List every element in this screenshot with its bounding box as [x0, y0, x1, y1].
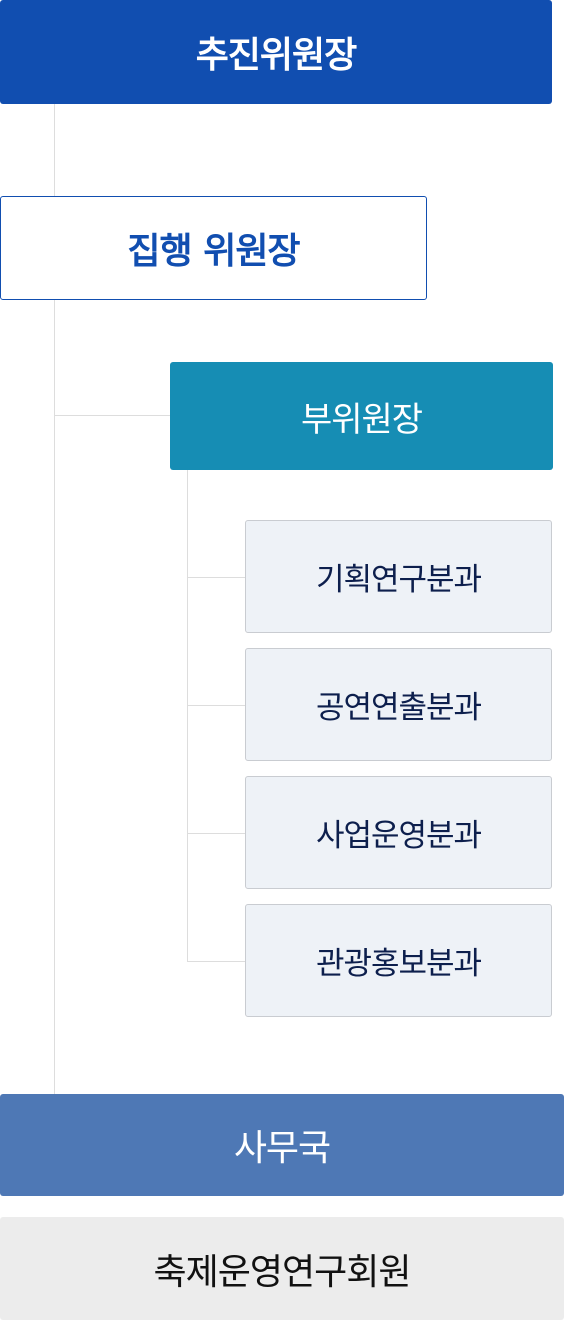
subcommittee-label: 사업운영분과	[315, 818, 482, 854]
festival-research-members-label: 축제운영연구회원	[153, 1251, 412, 1293]
chairman-box: 추진위원장	[0, 0, 552, 104]
subcommittee-tourism-promotion: 관광홍보분과	[245, 904, 552, 1017]
festival-research-members-box: 축제운영연구회원	[0, 1217, 564, 1320]
subcommittee-label: 기획연구분과	[315, 562, 482, 598]
secretariat-box: 사무국	[0, 1094, 564, 1196]
sub-connector-1	[187, 577, 245, 578]
subcommittee-label: 관광홍보분과	[315, 946, 482, 982]
secretariat-label: 사무국	[233, 1128, 331, 1169]
vice-chairman-box: 부위원장	[170, 362, 553, 470]
subcommittee-performance-direction: 공연연출분과	[245, 648, 552, 761]
executive-chairman-box: 집행 위원장	[0, 196, 427, 300]
sub-connector-3	[187, 833, 245, 834]
main-vertical-connector	[54, 104, 55, 1094]
subcommittee-business-operations: 사업운영분과	[245, 776, 552, 889]
chairman-label: 추진위원장	[195, 35, 358, 76]
sub-connector-2	[187, 705, 245, 706]
sub-vertical-connector	[187, 470, 188, 961]
subcommittee-planning-research: 기획연구분과	[245, 520, 552, 633]
vice-chair-horizontal-connector	[54, 415, 170, 416]
vice-chairman-label: 부위원장	[300, 399, 423, 440]
subcommittee-label: 공연연출분과	[315, 690, 482, 726]
executive-chairman-label: 집행 위원장	[127, 231, 300, 272]
sub-connector-4	[187, 961, 245, 962]
